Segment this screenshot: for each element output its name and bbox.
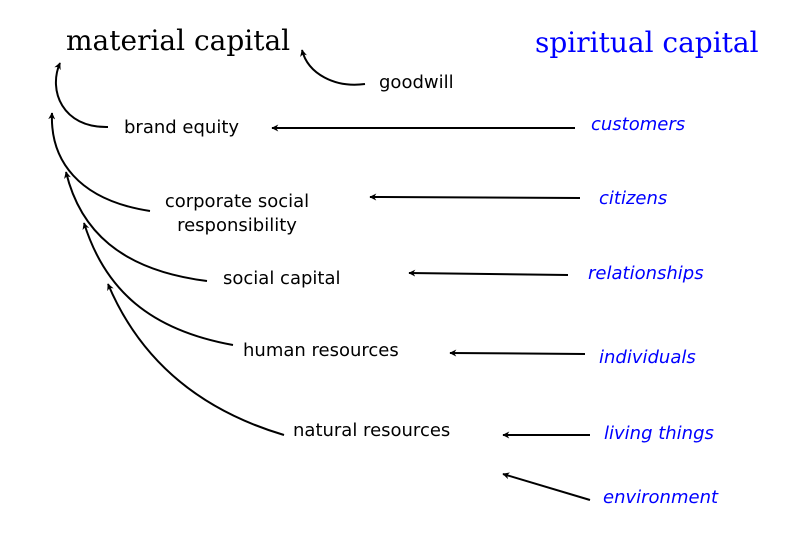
arrow-individuals-to-human-resources bbox=[449, 349, 586, 357]
spiritual-capital-title: spiritual capital bbox=[535, 26, 759, 59]
csr-label-line1: corporate social bbox=[164, 191, 310, 212]
curve-human-resources-to-material-capital bbox=[82, 222, 234, 346]
human-resources-label: human resources bbox=[243, 340, 399, 361]
relationships-label: relationships bbox=[588, 263, 704, 284]
social-capital-label: social capital bbox=[223, 268, 341, 289]
arrow-citizens-to-csr bbox=[369, 193, 581, 201]
brand-equity-label: brand equity bbox=[124, 117, 240, 138]
environment-label: environment bbox=[603, 487, 719, 508]
material-capital-title: material capital bbox=[66, 24, 291, 57]
arrow-environment-to-natural-resources bbox=[502, 472, 591, 501]
curve-csr-to-material-capital bbox=[48, 112, 151, 212]
curve-goodwill-to-material-capital bbox=[300, 49, 366, 86]
curve-social-capital-to-material-capital bbox=[64, 171, 208, 282]
natural-resources-label: natural resources bbox=[293, 420, 451, 441]
arrow-relationships-to-social-capital bbox=[408, 269, 569, 277]
curve-brand-equity-to-material-capital bbox=[54, 62, 109, 129]
customers-label: customers bbox=[591, 114, 686, 135]
csr-label-line2: responsibility bbox=[177, 215, 297, 236]
goodwill-label: goodwill bbox=[379, 72, 454, 93]
curve-natural-resources-to-material-capital bbox=[107, 283, 285, 436]
csr-label: corporate social responsibility bbox=[165, 190, 309, 238]
living-things-label: living things bbox=[604, 423, 714, 444]
individuals-label: individuals bbox=[599, 347, 696, 368]
citizens-label: citizens bbox=[599, 188, 668, 209]
